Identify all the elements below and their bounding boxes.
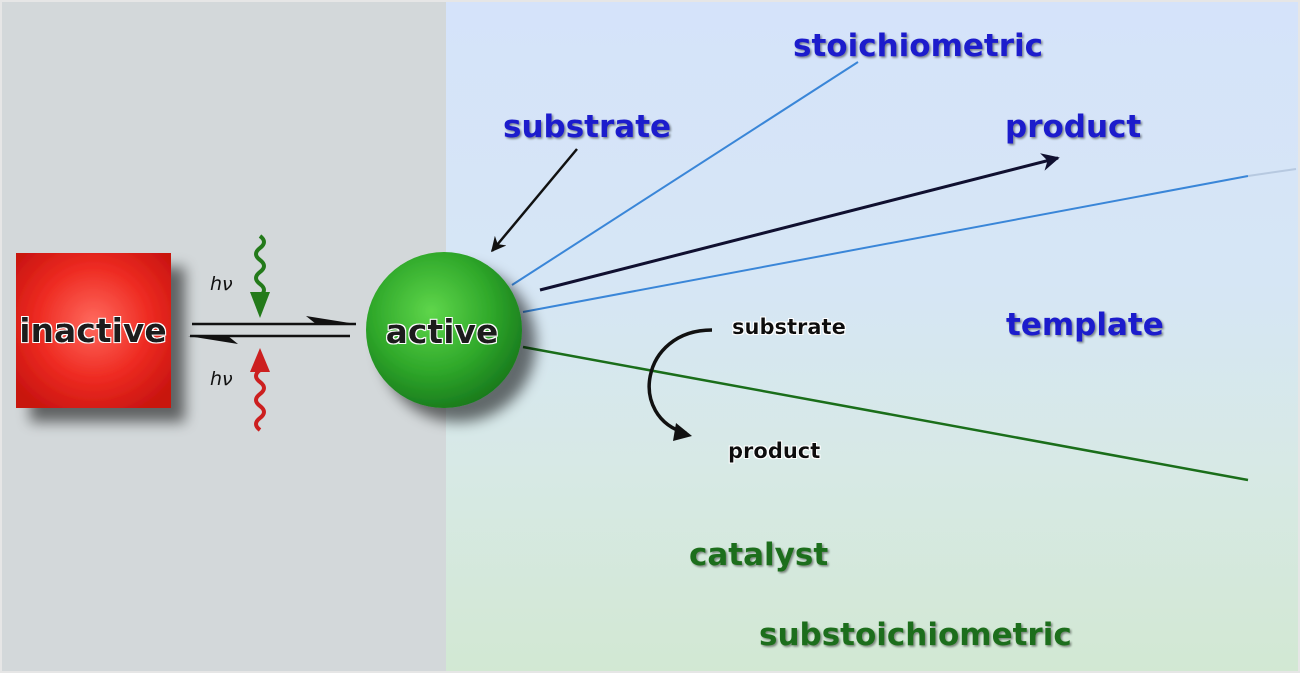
- template-lower-line: [522, 175, 1249, 313]
- catalyst-label: catalyst: [689, 537, 828, 573]
- hv-bottom-label: hν: [210, 368, 233, 390]
- substrate-arrow: [491, 148, 578, 253]
- inactive-square: [16, 253, 171, 408]
- hv-top-label: hν: [210, 273, 233, 295]
- stoichiometric-label: stoichiometric: [793, 28, 1043, 64]
- red-light-icon: [254, 366, 266, 432]
- green-light-icon: [254, 234, 266, 300]
- catalytic-cycle-arrow: [647, 328, 713, 435]
- right-panel: [446, 2, 1298, 671]
- template-label: template: [1006, 307, 1164, 343]
- active-sphere: [366, 252, 522, 408]
- catalyst-product-label: product: [728, 439, 820, 463]
- template-upper-line: [511, 61, 859, 286]
- catalyst-substrate-label: substrate: [732, 315, 846, 339]
- catalyst-line: [522, 345, 1249, 482]
- inactive-label: inactive: [19, 311, 167, 350]
- product-arrow: [539, 153, 1060, 292]
- substoichiometric-label: substoichiometric: [759, 617, 1072, 653]
- template-substrate-label: substrate: [503, 109, 671, 145]
- template-product-label: product: [1005, 109, 1141, 145]
- active-label: active: [386, 312, 499, 351]
